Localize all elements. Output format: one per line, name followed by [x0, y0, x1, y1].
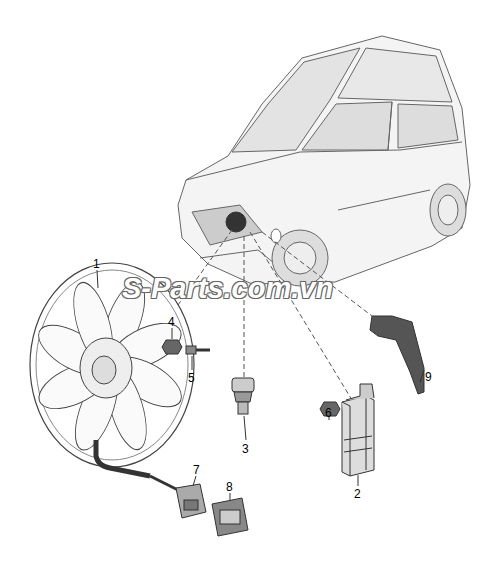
- callout-number: 3: [242, 443, 249, 455]
- callout-number: 2: [354, 488, 361, 500]
- connector: [176, 484, 206, 518]
- bolt: [186, 346, 210, 354]
- nut: [162, 340, 182, 354]
- callout-number: 1: [93, 258, 100, 270]
- callout-number: 7: [193, 464, 200, 476]
- car: [178, 36, 470, 286]
- bracket: [370, 316, 424, 394]
- position-line: [160, 230, 372, 400]
- control-unit: [342, 384, 374, 476]
- thermo-switch: [232, 378, 254, 414]
- callout-number: 6: [325, 407, 332, 419]
- watermark: S-Parts.com.vn: [122, 274, 333, 303]
- callout-number: 5: [188, 372, 195, 384]
- callout-number: 4: [168, 316, 175, 328]
- callout-number: 8: [226, 481, 233, 493]
- callout-number: 9: [425, 371, 432, 383]
- plug: [212, 498, 248, 536]
- leader-line: [97, 270, 424, 500]
